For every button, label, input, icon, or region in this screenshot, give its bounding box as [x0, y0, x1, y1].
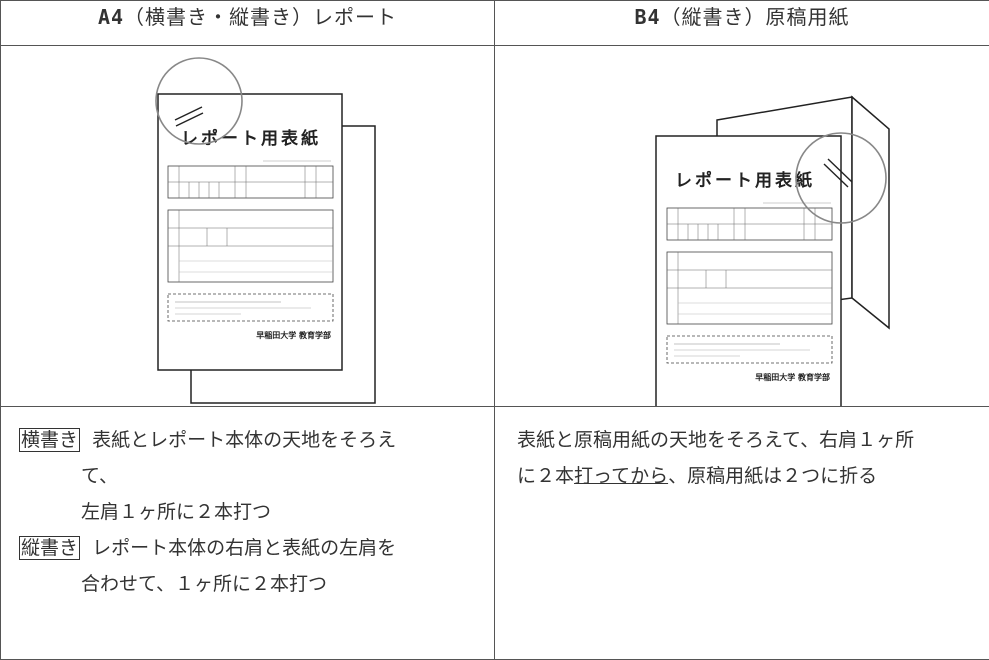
a4-instructions-cell: 横書き 表紙とレポート本体の天地をそろえ て、 左肩１ヶ所に２本打つ 縦書き レ…	[0, 406, 495, 660]
cover-sheet: レポート用表紙	[655, 135, 842, 406]
header-a4-report: A4（横書き・縦書き）レポート	[0, 0, 495, 46]
instruction-line: て、	[81, 465, 119, 487]
header-a4-code: A4	[97, 5, 125, 29]
vertical-instruction: 縦書き レポート本体の右肩と表紙の左肩を	[19, 530, 396, 566]
header-a4-text: （横書き・縦書き）レポート	[124, 5, 398, 29]
header-b4-text: （縦書き）原稿用紙	[660, 5, 850, 29]
horizontal-instruction: 横書き 表紙とレポート本体の天地をそろえ	[19, 422, 396, 458]
cover-title: レポート用表紙	[181, 128, 321, 149]
header-b4-manuscript: B4（縦書き）原稿用紙	[494, 0, 989, 46]
staple-icon	[174, 106, 204, 127]
a4-stapling-diagram: レポート用表紙	[155, 57, 376, 404]
horizontal-writing-tag: 横書き	[19, 428, 81, 452]
instruction-line: 表紙とレポート本体の天地をそろえ	[92, 429, 397, 451]
staple-icon	[823, 158, 853, 188]
instruction-line: に２本打ってから、原稿用紙は２つに折る	[517, 458, 877, 494]
instruction-text: 、原稿用紙は２つに折る	[668, 465, 878, 487]
instruction-line: 表紙と原稿用紙の天地をそろえて、右肩１ヶ所	[517, 429, 915, 451]
underlined-text: 打ってから	[574, 465, 669, 487]
cover-sheet: レポート用表紙	[157, 93, 343, 371]
instruction-line: レポート本体の右肩と表紙の左肩を	[92, 537, 397, 559]
b4-stapling-diagram: レポート用表紙	[655, 95, 890, 406]
staple-position-circle	[155, 57, 243, 145]
b4-figure-cell: レポート用表紙	[494, 45, 989, 407]
instruction-line: 左肩１ヶ所に２本打つ	[81, 501, 272, 523]
cover-footer: 早稲田大学 教育学部	[755, 372, 830, 382]
vertical-writing-tag: 縦書き	[19, 536, 81, 560]
instruction-line: 合わせて、１ヶ所に２本打つ	[81, 573, 328, 595]
cover-footer: 早稲田大学 教育学部	[256, 330, 331, 340]
cover-title: レポート用表紙	[675, 170, 815, 191]
a4-figure-cell: レポート用表紙	[0, 45, 495, 407]
instruction-text: に２本	[517, 465, 575, 487]
header-b4-code: B4	[634, 5, 661, 29]
b4-instructions-cell: 表紙と原稿用紙の天地をそろえて、右肩１ヶ所 に２本打ってから、原稿用紙は２つに折…	[494, 406, 989, 660]
staple-position-circle	[795, 132, 887, 224]
